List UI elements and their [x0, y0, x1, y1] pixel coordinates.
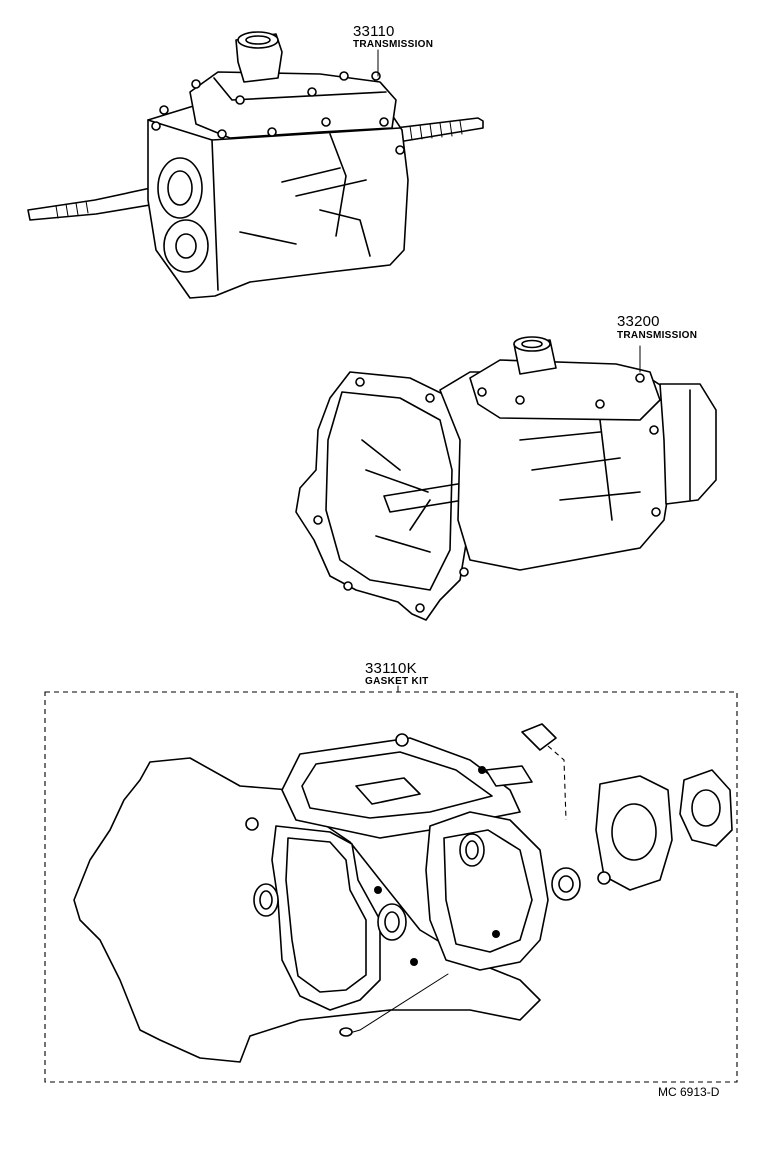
gasket-kit-drawing — [73, 723, 733, 1063]
part-number-33110k: 33110K — [365, 660, 417, 677]
transmission-33110-drawing — [27, 31, 484, 299]
part-name-33110k: GASKET KIT — [365, 676, 429, 687]
part-name-33200: TRANSMISSION — [617, 330, 698, 341]
diagram-reference-code: MC 6913-D — [658, 1085, 720, 1099]
part-number-33200: 33200 — [617, 313, 660, 330]
part-number-33110: 33110 — [353, 23, 395, 40]
part-name-33110: TRANSMISSION — [353, 39, 434, 50]
gasket-kit-dashed-frame — [44, 691, 738, 1083]
transmission-33200-drawing — [295, 336, 717, 621]
